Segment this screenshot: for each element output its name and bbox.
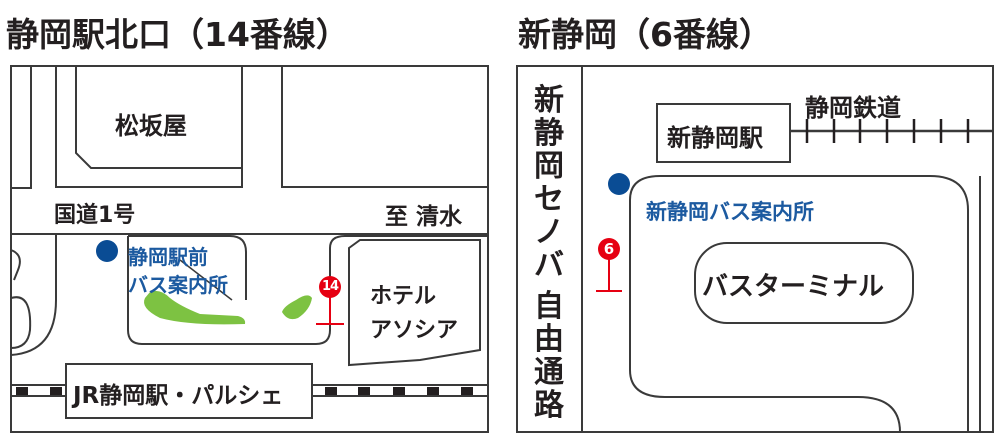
route1-label: 国道1号 [54, 203, 136, 228]
bus-info-label-right: 新静岡バス案内所 [646, 200, 814, 224]
right-map-title: 新静岡（6番線） [518, 15, 772, 54]
info-dot-icon [608, 173, 630, 195]
railway-label: 静岡鉄道 [805, 94, 901, 122]
bus-stop-14-post [316, 298, 344, 325]
passage-char: 静 [534, 116, 564, 151]
senoba-passage-label: 新 静 岡 セ ノ バ 自 由 通 路 [532, 84, 566, 422]
railway-ties [805, 119, 970, 143]
hotel-line2: アソシア [370, 318, 459, 343]
greenery-icon [144, 290, 312, 325]
left-map-title: 静岡駅北口（14番線） [6, 15, 349, 54]
bus-stop-6-post [596, 258, 622, 292]
passage-char: バ [534, 248, 564, 283]
left-map-frame [10, 65, 489, 433]
passage-char: 通 [534, 355, 564, 390]
station-label: 新静岡駅 [667, 124, 763, 152]
to-shimizu-label: 至 清水 [385, 204, 463, 230]
bus-info-line2: バス案内所 [128, 273, 228, 297]
passage-char: 新 [534, 83, 564, 118]
info-dot-icon [96, 240, 118, 262]
passage-char: 岡 [534, 149, 564, 184]
right-map-frame [516, 65, 994, 433]
matsuzakaya-label: 松坂屋 [115, 112, 187, 140]
passage-char: セ [534, 182, 564, 217]
passage-char: 路 [534, 388, 564, 423]
bus-stop-pin-icon-14[interactable]: 14 [319, 276, 341, 298]
passage-char: 由 [534, 322, 564, 357]
hotel-line1: ホテル [370, 284, 437, 309]
passage-char: ノ [534, 215, 564, 250]
bus-terminal-label: バスターミナル [702, 272, 885, 302]
bus-info-label-left: 静岡駅前 バス案内所 [128, 243, 228, 299]
bus-info-line1: 静岡駅前 [128, 245, 208, 269]
hotel-associa-label: ホテル アソシア [370, 280, 458, 348]
passage-char: 自 [534, 289, 564, 324]
jr-station-label: JR静岡駅・パルシェ [73, 383, 284, 409]
bus-stop-pin-icon-6[interactable]: 6 [598, 238, 620, 260]
